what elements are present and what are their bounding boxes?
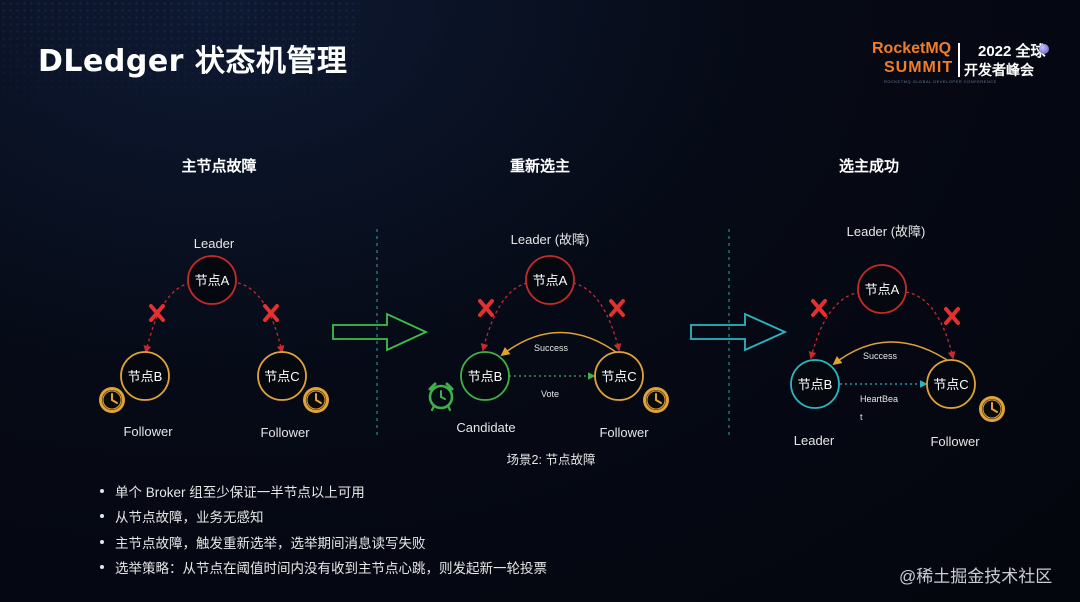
logo-brand: RocketMQ <box>872 40 952 57</box>
panel3-heartbeat-label: HeartBea <box>860 394 898 404</box>
alarm-clock-icon <box>428 382 454 412</box>
panel2-node-a-label: 节点A <box>533 273 568 288</box>
panel1-node-a-label: 节点A <box>195 273 230 288</box>
panel3-heartbeat-label-wrap: t <box>860 412 863 422</box>
bullet-dot <box>100 565 104 570</box>
bullet-text: 主节点故障，触发重新选举，选举期间消息读写失败 <box>115 535 426 551</box>
panel1-node-b-role: Follower <box>123 424 173 439</box>
panel2-leader-label: Leader (故障) <box>511 232 590 247</box>
bullet-text: 从节点故障，业务无感知 <box>115 510 264 526</box>
x-mark-icon <box>478 299 494 317</box>
panel1-node-c-role: Follower <box>260 425 310 440</box>
panel3-node-c-label: 节点C <box>933 377 968 392</box>
panel1-node-b-label: 节点B <box>128 369 163 384</box>
panel1-node-b <box>120 351 170 401</box>
logo-separator <box>958 43 960 77</box>
panel1-arrow-a-to-b <box>143 282 191 354</box>
panel2-caption: 场景2: 节点故障 <box>507 452 596 467</box>
bullet-dot <box>100 514 104 519</box>
panel3-heading: 选主成功 <box>839 157 899 175</box>
panel1-heading: 主节点故障 <box>181 157 256 175</box>
arrow-right-icon <box>332 312 429 352</box>
bullet-text: 单个 Broker 组至少保证一半节点以上可用 <box>115 484 365 500</box>
x-mark-icon <box>811 299 827 317</box>
x-mark-icon <box>944 307 960 325</box>
panel3-node-c-role: Follower <box>930 434 980 449</box>
bullet-text: 选举策略：从节点在阈值时间内没有收到主节点心跳，则发起新一轮投票 <box>115 561 547 577</box>
panel3-success-arc <box>832 341 954 366</box>
panel3-node-b-role: Leader <box>794 433 835 448</box>
globe-icon <box>1039 44 1049 54</box>
panel1-leader-label: Leader <box>194 236 235 251</box>
panel2-arrow-a-to-c <box>572 282 622 352</box>
slide-title: DLedger 状态机管理 <box>38 44 348 79</box>
panel2-node-c-role: Follower <box>599 425 649 440</box>
x-mark-icon <box>609 299 625 317</box>
clock-icon <box>642 386 670 414</box>
panel3-node-c <box>926 359 976 409</box>
panel2-node-b-role: Candidate <box>456 420 515 435</box>
logo-tagline: ROCKETMQ GLOBAL DEVELOPER CONFERENCE <box>884 79 997 84</box>
panel2-vote-label: Vote <box>541 389 559 399</box>
panel2-heading: 重新选主 <box>510 157 570 175</box>
clock-icon <box>978 395 1006 423</box>
panel3-arrow-a-to-b <box>808 291 861 360</box>
panel2-node-c-label: 节点C <box>601 369 636 384</box>
clock-icon <box>302 386 330 414</box>
panel3-node-a <box>857 264 907 314</box>
bullet-item: 从节点故障，业务无感知 <box>100 504 547 530</box>
panel3-success-label: Success <box>863 351 898 361</box>
panel1-node-c <box>257 351 307 401</box>
logo-dev: 开发者峰会 <box>964 62 1034 78</box>
panel3-leader-label: Leader (故障) <box>847 224 926 239</box>
bullet-item: 选举策略：从节点在阈值时间内没有收到主节点心跳，则发起新一轮投票 <box>100 555 547 581</box>
panel1-node-a <box>187 255 237 305</box>
bullet-dot <box>100 539 104 544</box>
panel1-node-c-label: 节点C <box>264 369 299 384</box>
panel3-node-b <box>790 359 840 409</box>
panel1-arrow-a-to-c <box>237 282 285 354</box>
arrow-right-icon <box>690 312 788 352</box>
logo-year: 2022 全球 <box>978 43 1046 60</box>
panel2-arrow-a-to-b <box>480 282 528 352</box>
watermark: @稀土掘金技术社区 <box>899 567 1053 586</box>
bullet-item: 单个 Broker 组至少保证一半节点以上可用 <box>100 478 547 504</box>
panel2-node-a <box>525 255 575 305</box>
bullet-list: 单个 Broker 组至少保证一半节点以上可用 从节点故障，业务无感知 主节点故… <box>100 478 547 580</box>
bullet-dot <box>100 488 104 493</box>
logo-summit: SUMMIT <box>884 59 954 76</box>
panel2-node-b <box>460 351 510 401</box>
panel3-node-a-label: 节点A <box>865 282 900 297</box>
panel2-success-label: Success <box>534 343 569 353</box>
panel2-node-b-label: 节点B <box>468 369 503 384</box>
panel2-success-arc <box>500 331 621 357</box>
panel3-arrow-a-to-c <box>905 291 956 360</box>
summit-logo: RocketMQ 2022 全球 SUMMIT 开发者峰会 ROCKETMQ G… <box>872 40 1052 86</box>
background-dot-pattern <box>0 0 360 120</box>
panel2-node-c <box>594 351 644 401</box>
bullet-item: 主节点故障，触发重新选举，选举期间消息读写失败 <box>100 529 547 555</box>
clock-icon <box>98 386 126 414</box>
panel3-node-b-label: 节点B <box>798 377 833 392</box>
